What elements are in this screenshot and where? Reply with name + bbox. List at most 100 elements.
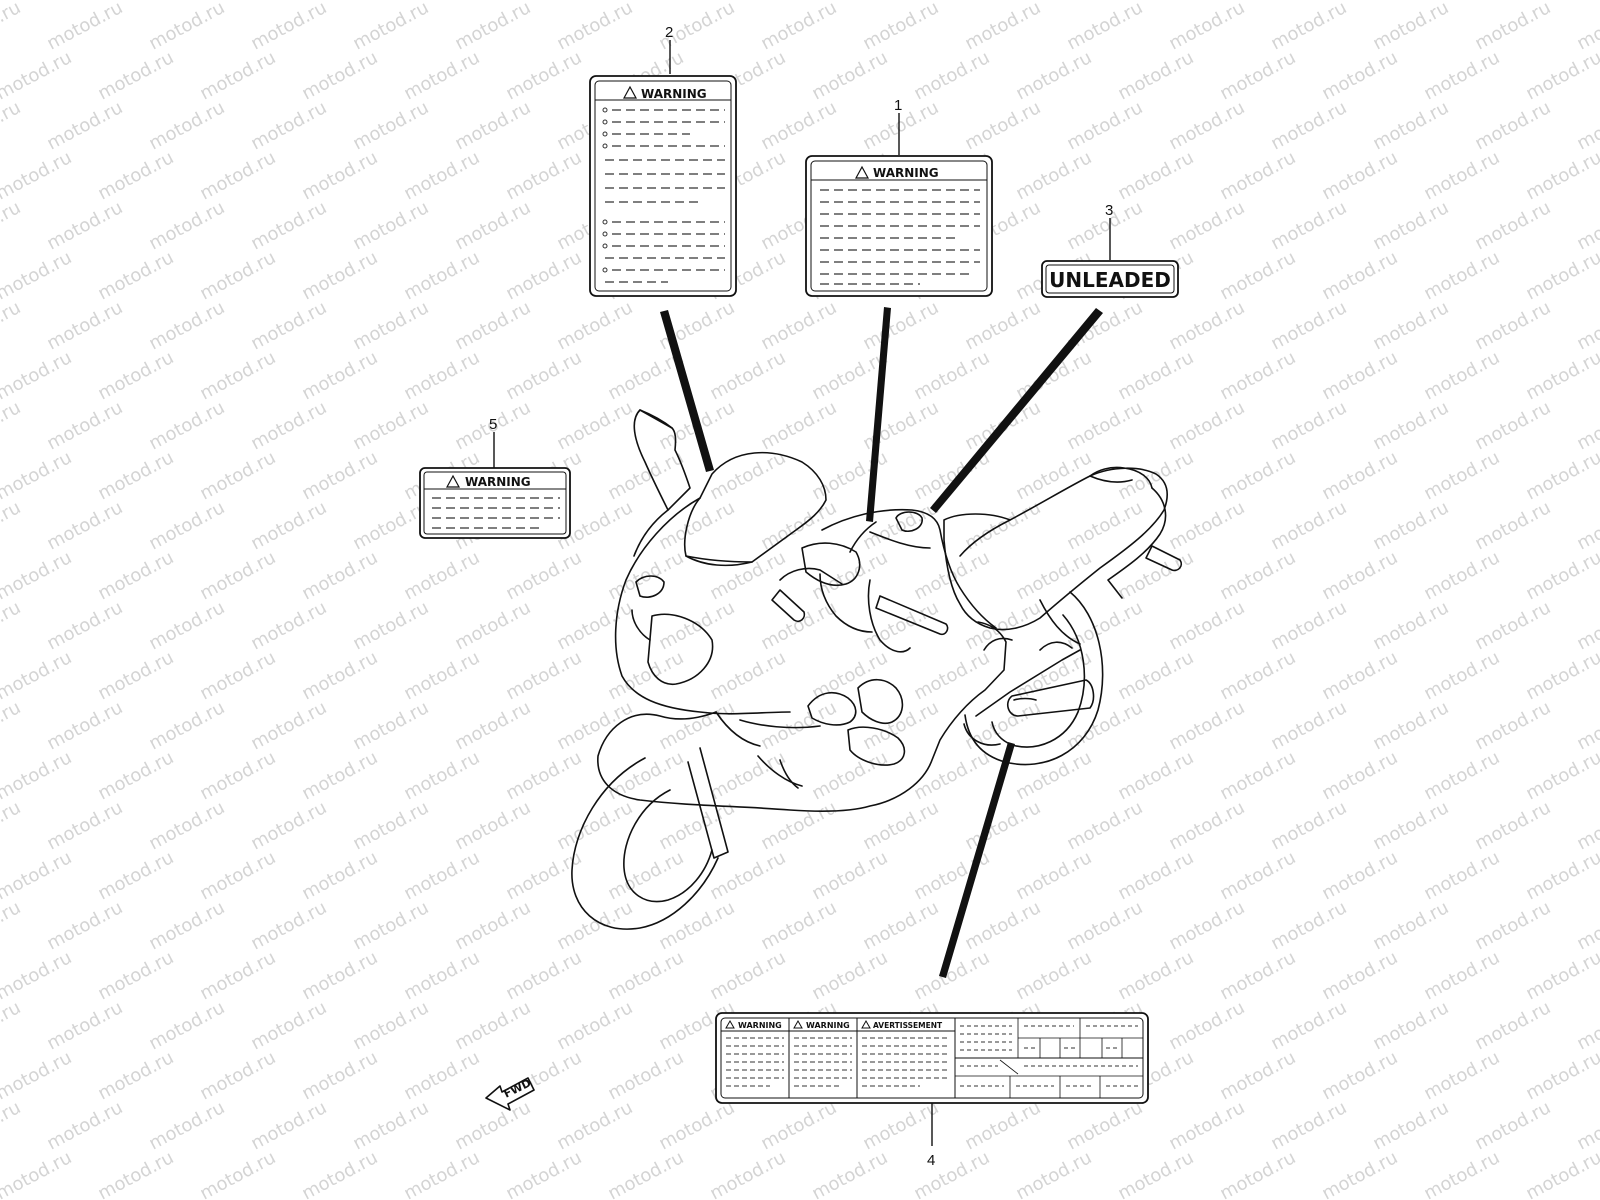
watermark-text: motod.ru bbox=[1216, 447, 1299, 504]
information-label-4: WARNING WARNING AVERTISSEMENT bbox=[715, 1012, 1149, 1104]
watermark-text: motod.ru bbox=[298, 1147, 381, 1200]
watermark-text: motod.ru bbox=[94, 547, 177, 604]
watermark-text: motod.ru bbox=[1012, 47, 1095, 104]
watermark-text: motod.ru bbox=[1216, 147, 1299, 204]
fairing-vent-2 bbox=[857, 678, 904, 725]
watermark-text: motod.ru bbox=[1420, 347, 1503, 404]
watermark-text: motod.ru bbox=[94, 1047, 177, 1104]
watermark-text: motod.ru bbox=[94, 47, 177, 104]
leader-label-4 bbox=[939, 742, 1015, 978]
warning-triangle-icon bbox=[793, 1019, 803, 1029]
watermark-text: motod.ru bbox=[1471, 297, 1554, 354]
watermark-text: motod.ru bbox=[1165, 1097, 1248, 1154]
watermark-text: motod.ru bbox=[1522, 47, 1600, 104]
watermark-text: motod.ru bbox=[94, 247, 177, 304]
callout-2: 2 bbox=[665, 24, 673, 41]
watermark-text: motod.ru bbox=[1267, 597, 1350, 654]
watermark-text: motod.ru bbox=[0, 447, 75, 504]
watermark-text: motod.ru bbox=[1369, 297, 1452, 354]
warning-heading: WARNING bbox=[738, 1021, 782, 1030]
watermark-text: motod.ru bbox=[604, 747, 687, 804]
left-handlebar bbox=[771, 589, 806, 623]
front-wheel bbox=[571, 747, 729, 930]
rear-shock bbox=[1039, 641, 1073, 651]
watermark-text: motod.ru bbox=[349, 597, 432, 654]
watermark-text: motod.ru bbox=[655, 597, 738, 654]
fairing-vent-3 bbox=[847, 726, 906, 766]
warning-heading: WARNING bbox=[641, 87, 707, 101]
watermark-text: motod.ru bbox=[1318, 1047, 1401, 1104]
watermark-text: motod.ru bbox=[1420, 647, 1503, 704]
watermark-text: motod.ru bbox=[400, 847, 483, 904]
watermark-text: motod.ru bbox=[1369, 597, 1452, 654]
watermark-text: motod.ru bbox=[502, 47, 585, 104]
watermark-text: motod.ru bbox=[1063, 0, 1146, 54]
watermark-text: motod.ru bbox=[910, 347, 993, 404]
watermark-text: motod.ru bbox=[451, 97, 534, 154]
watermark-text: motod.ru bbox=[1369, 397, 1452, 454]
watermark-text: motod.ru bbox=[0, 1097, 24, 1154]
placeholder-text-lines bbox=[432, 497, 560, 529]
watermark-text: motod.ru bbox=[1165, 97, 1248, 154]
watermark-text: motod.ru bbox=[196, 947, 279, 1004]
watermark-text: motod.ru bbox=[553, 297, 636, 354]
watermark-text: motod.ru bbox=[400, 147, 483, 204]
watermark-text: motod.ru bbox=[1522, 347, 1600, 404]
watermark-text: motod.ru bbox=[706, 747, 789, 804]
leader-lines bbox=[660, 307, 1103, 978]
watermark-text: motod.ru bbox=[1216, 847, 1299, 904]
watermark-text: motod.ru bbox=[1165, 397, 1248, 454]
watermark-text: motod.ru bbox=[400, 647, 483, 704]
watermark-text: motod.ru bbox=[196, 47, 279, 104]
watermark-text: motod.ru bbox=[1114, 1147, 1197, 1200]
watermark-text: motod.ru bbox=[0, 347, 75, 404]
watermark-text: motod.ru bbox=[553, 1097, 636, 1154]
watermark-text: motod.ru bbox=[298, 447, 381, 504]
watermark-text: motod.ru bbox=[94, 747, 177, 804]
watermark-text: motod.ru bbox=[145, 797, 228, 854]
watermark-text: motod.ru bbox=[961, 897, 1044, 954]
watermark-text: motod.ru bbox=[1420, 1147, 1503, 1200]
watermark-text: motod.ru bbox=[400, 947, 483, 1004]
watermark-text: motod.ru bbox=[1471, 697, 1554, 754]
watermark-text: motod.ru bbox=[1216, 747, 1299, 804]
watermark-text: motod.ru bbox=[961, 0, 1044, 54]
watermark-text: motod.ru bbox=[1420, 847, 1503, 904]
watermark-text: motod.ru bbox=[757, 97, 840, 154]
watermark-text: motod.ru bbox=[349, 297, 432, 354]
side-fairing bbox=[597, 621, 1007, 812]
watermark-text: motod.ru bbox=[145, 297, 228, 354]
watermark-text: motod.ru bbox=[0, 947, 75, 1004]
leader-label-2 bbox=[660, 310, 714, 472]
watermark-text: motod.ru bbox=[145, 997, 228, 1054]
watermark-text: motod.ru bbox=[0, 597, 24, 654]
placeholder-text-lines bbox=[726, 1037, 950, 1087]
watermark-text: motod.ru bbox=[1165, 497, 1248, 554]
watermark-text: motod.ru bbox=[706, 947, 789, 1004]
watermark-text: motod.ru bbox=[502, 1147, 585, 1200]
watermark-text: motod.ru bbox=[1267, 497, 1350, 554]
placeholder-text-lines bbox=[602, 107, 725, 283]
windscreen bbox=[684, 451, 827, 567]
watermark-text: motod.ru bbox=[808, 947, 891, 1004]
warning-heading: WARNING bbox=[465, 475, 531, 489]
watermark-text: motod.ru bbox=[247, 597, 330, 654]
watermark-text: motod.ru bbox=[808, 47, 891, 104]
watermark-text: motod.ru bbox=[859, 697, 942, 754]
warning-triangle-icon bbox=[861, 1019, 871, 1029]
leader-label-3 bbox=[930, 308, 1103, 513]
watermark-text: motod.ru bbox=[196, 647, 279, 704]
watermark-text: motod.ru bbox=[0, 0, 24, 54]
watermark-text: motod.ru bbox=[1318, 1147, 1401, 1200]
watermark-text: motod.ru bbox=[604, 1047, 687, 1104]
watermark-text: motod.ru bbox=[247, 197, 330, 254]
watermark-text: motod.ru bbox=[1012, 147, 1095, 204]
watermark-text: motod.ru bbox=[451, 297, 534, 354]
watermark-text: motod.ru bbox=[1318, 147, 1401, 204]
fairing-vent-1 bbox=[807, 691, 857, 726]
watermark-text: motod.ru bbox=[1369, 997, 1452, 1054]
watermark-text: motod.ru bbox=[43, 897, 126, 954]
watermark-text: motod.ru bbox=[1063, 1097, 1146, 1154]
watermark-text: motod.ru bbox=[706, 347, 789, 404]
fuel-tank bbox=[821, 508, 997, 629]
